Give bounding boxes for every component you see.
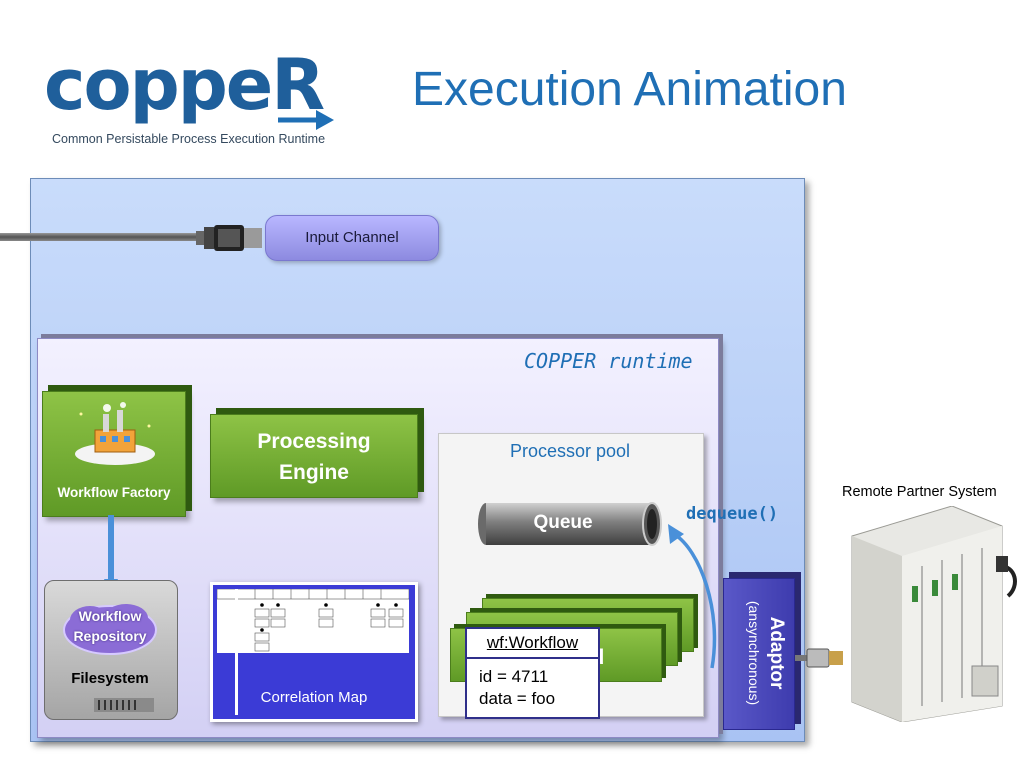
cloud-icon [63,604,157,655]
adaptor-label-group: Adaptor (ansynchronous) [746,601,787,705]
workflow-instance-id: id = 4711 [479,667,549,686]
workflow-instance-card[interactable]: wf:Workflow id = 4711 data = foo [465,627,600,719]
adaptor-title: Adaptor [766,617,787,690]
processing-engine-line2: Engine [278,461,349,484]
workflow-instance-header-text: wf:Workflow [486,633,579,652]
remote-partner-label: Remote Partner System [842,484,997,500]
remote-partner-device-icon[interactable] [832,506,1022,722]
workflow-instance-data: data = foo [479,689,556,708]
logo-arrow-icon [278,110,334,130]
workflow-repository-line2: Repository [73,628,147,644]
input-channel[interactable]: Input Channel [265,215,439,261]
connector-plug-icon [196,225,262,251]
filesystem-label: Filesystem [71,670,149,687]
queue-cylinder-icon[interactable] [478,502,662,546]
correlation-table-icon [217,589,409,653]
input-cable [0,233,205,241]
correlation-divider [235,589,238,715]
workflow-instance-header: wf:Workflow [467,629,598,659]
correlation-map[interactable]: Correlation Map [210,582,418,722]
adaptor-connector-icon [795,648,843,668]
logo-tagline: Common Persistable Process Execution Run… [52,132,326,146]
slide-title: Execution Animation [412,63,847,116]
dequeue-arrow-icon [668,524,717,669]
logo-wordmark: coppeR [44,44,325,126]
workflow-repository-line1: Workflow [78,608,142,624]
processing-engine-line1: Processing [257,430,371,453]
adaptor-subtitle: (ansynchronous) [746,601,762,705]
factory-icon [75,402,155,465]
correlation-map-label: Correlation Map [260,689,368,706]
dequeue-label: dequeue() [686,504,779,524]
adaptor-box[interactable] [723,578,795,730]
processing-engine[interactable]: Processing Engine [210,414,418,498]
runtime-label: COPPER runtime [524,349,693,373]
processor-pool-label: Processor pool [509,441,631,461]
queue-label: Queue [533,512,593,533]
copper-logo: coppeR Common Persistable Process Execut… [44,40,344,155]
filesystem-disk[interactable]: Workflow Repository Filesystem [44,580,178,720]
workflow-factory-label: Workflow Factory [57,485,171,500]
workflow-factory[interactable]: Workflow Factory [42,391,186,517]
workflow-repository-label: Workflow Repository [60,606,160,646]
disk-vent-icon [94,698,154,712]
